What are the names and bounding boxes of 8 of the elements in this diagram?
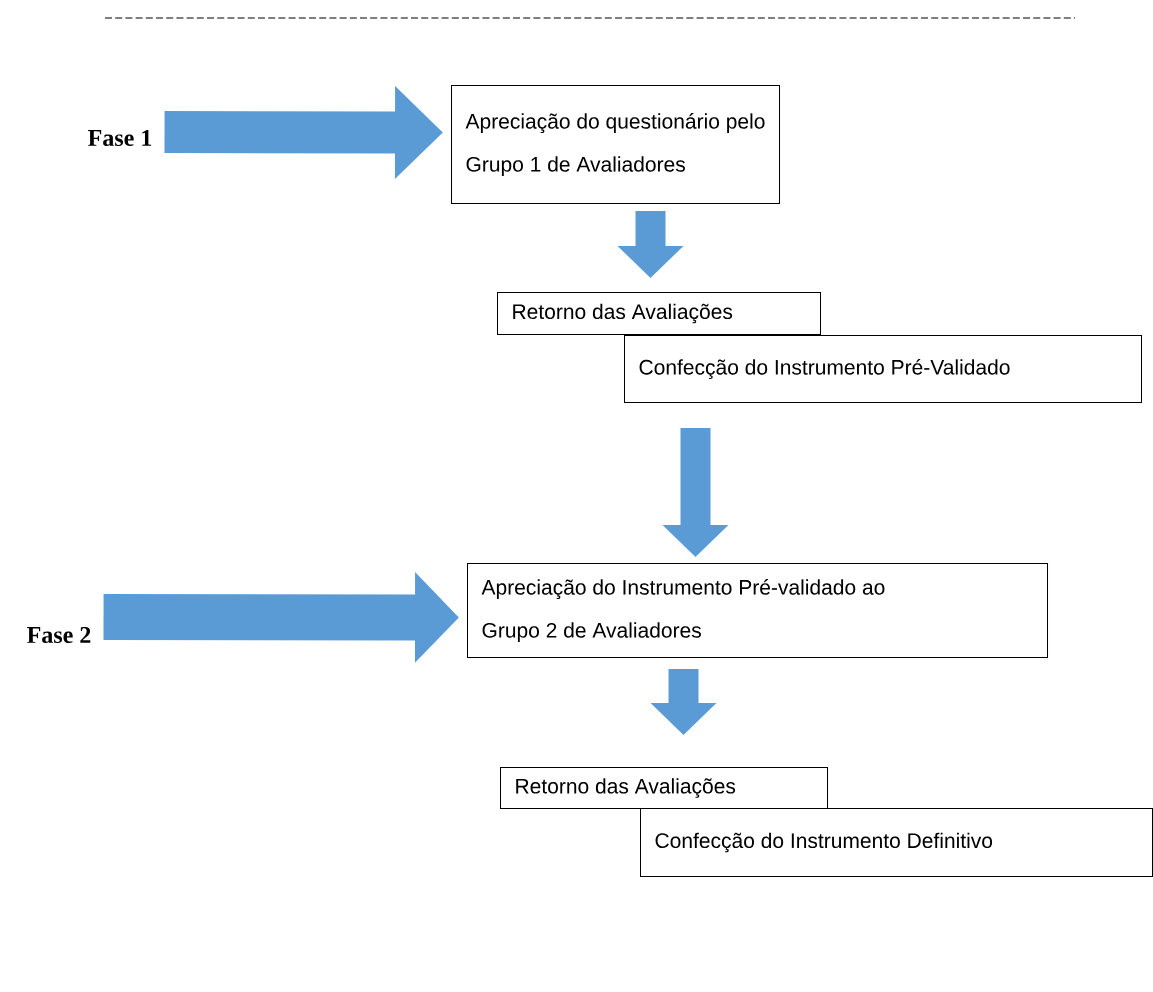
process-box: Retorno das Avaliações — [500, 767, 828, 809]
process-box: Confecção do Instrumento Pré-Validado — [624, 335, 1142, 403]
process-box: Apreciação do Instrumento Pré-validado ao Grupo 2 de Avaliadores — [467, 563, 1048, 658]
process-box: Apreciação do questionário pelo Grupo 1 de Avaliadores — [451, 85, 780, 204]
process-box: Confecção do Instrumento Definitivo — [640, 808, 1153, 877]
process-box: Retorno das Avaliações — [497, 292, 821, 335]
phase-label: Fase 2 — [27, 626, 91, 644]
phase-label: Fase 1 — [88, 129, 152, 147]
